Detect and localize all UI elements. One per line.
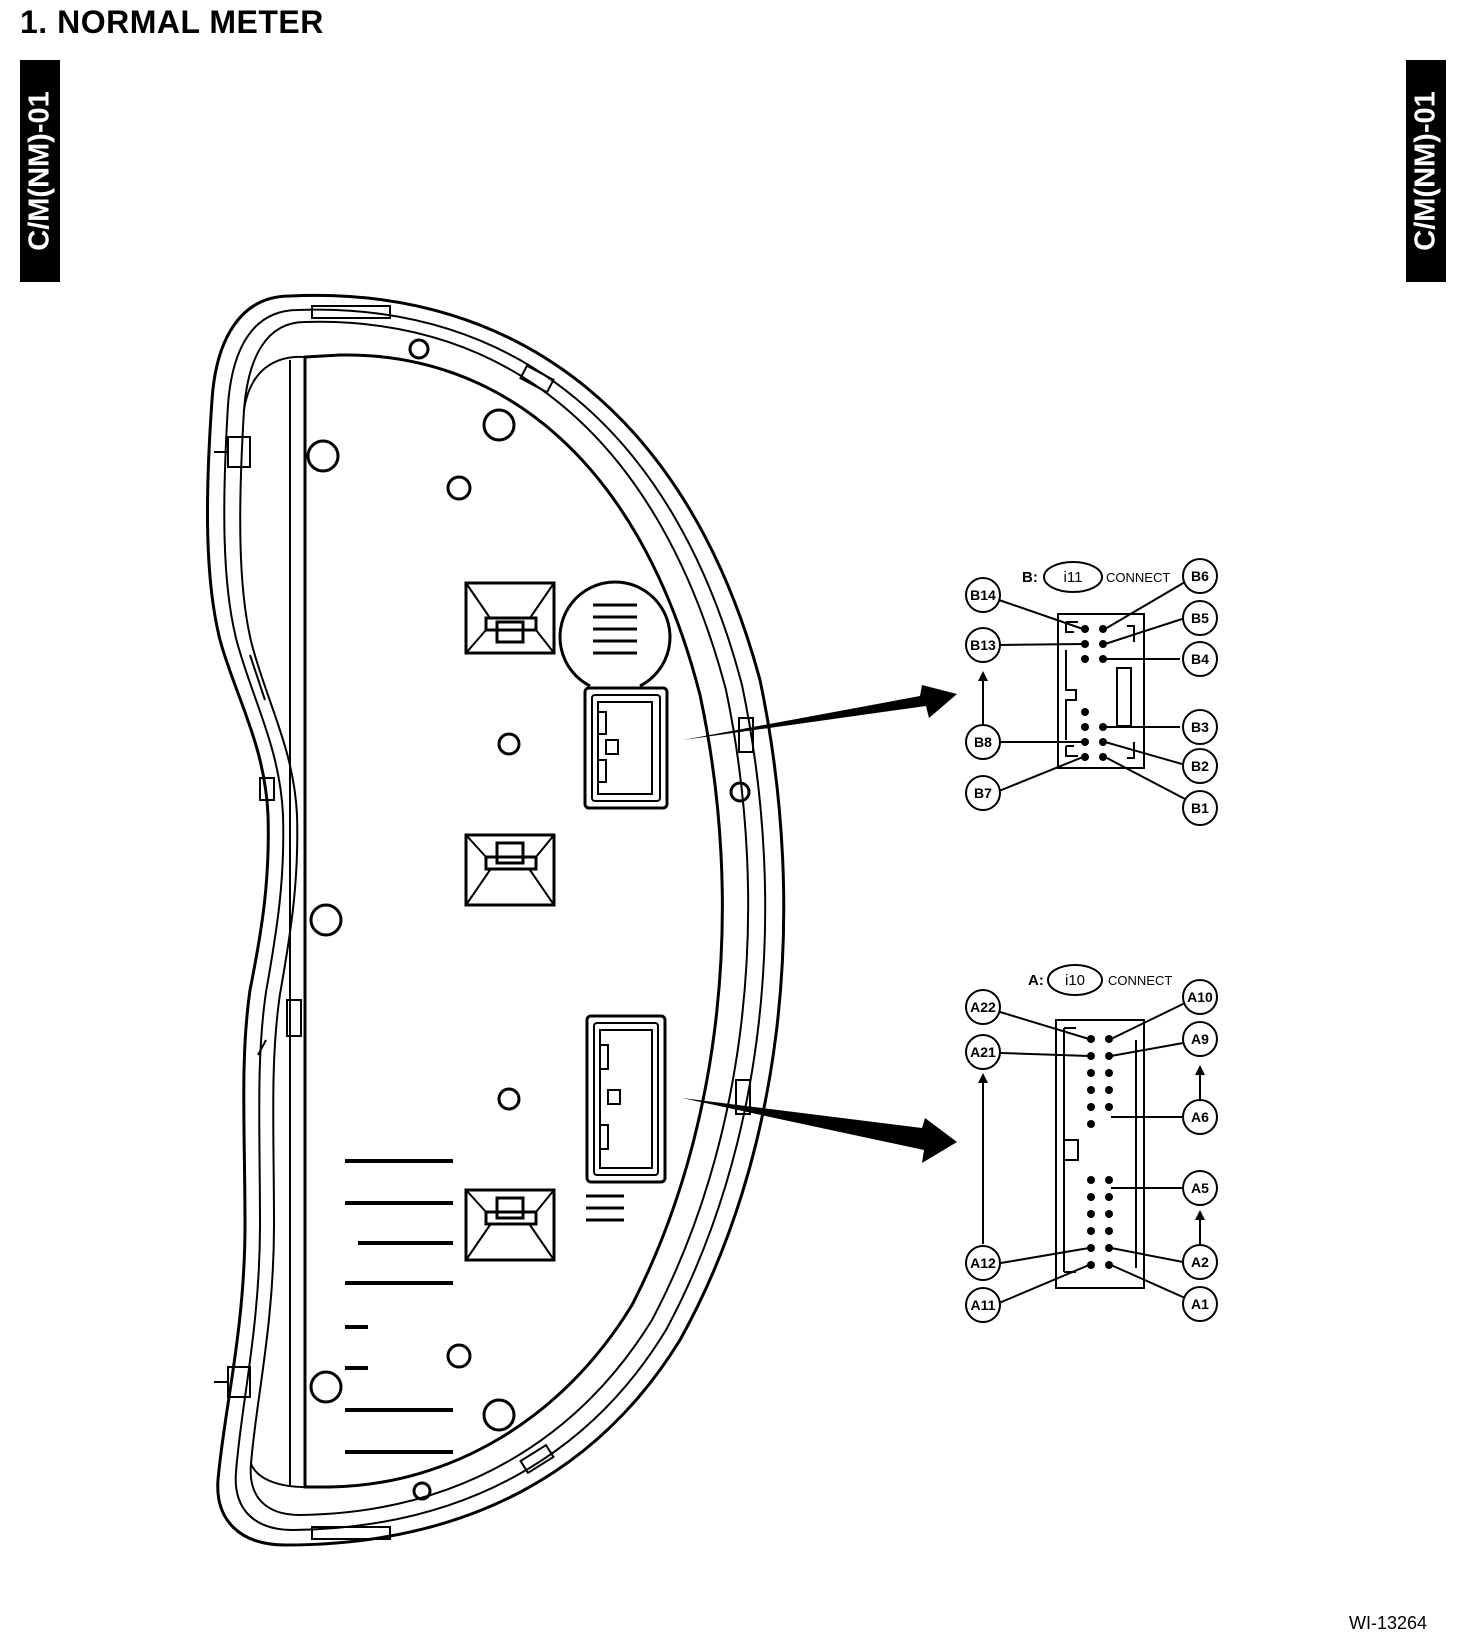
connector-b-connect-label: CONNECT bbox=[1106, 570, 1170, 585]
connector-a-pin-labels: A22 A21 A12 A11 A10 A9 A6 A5 A2 A1 bbox=[965, 979, 1218, 1323]
connector-a-pins bbox=[1087, 1035, 1113, 1269]
left-clip-top bbox=[227, 436, 251, 468]
connector-a-connect-label: CONNECT bbox=[1108, 973, 1172, 988]
hole bbox=[412, 1481, 432, 1501]
pin-label-b13: B13 bbox=[970, 637, 996, 653]
rim-tab-top bbox=[311, 305, 391, 319]
bulb-socket-bottom bbox=[464, 1188, 556, 1262]
rim-tab-top-right bbox=[519, 364, 555, 394]
rim-tab-bottom-right bbox=[519, 1443, 555, 1475]
section-tab-right: C/M(NM)-01 bbox=[1406, 60, 1446, 282]
panel-bottom-left-curve bbox=[250, 1463, 306, 1488]
pin-label-b3: B3 bbox=[1191, 719, 1209, 735]
bulb-socket-top bbox=[464, 581, 556, 655]
pin-label-a5: A5 bbox=[1191, 1180, 1209, 1196]
hole bbox=[408, 338, 430, 360]
pin-label-b8: B8 bbox=[974, 734, 992, 750]
connector-b-detail: B: i11 CONNECT bbox=[965, 558, 1218, 826]
connector-a-prefix: A: bbox=[1028, 972, 1044, 989]
left-clip-mid-lower bbox=[286, 999, 302, 1037]
section-tab-left: C/M(NM)-01 bbox=[20, 60, 60, 282]
rim-tab-right-upper bbox=[738, 717, 754, 753]
pin-label-a6: A6 bbox=[1191, 1109, 1209, 1125]
vent-slits-small bbox=[586, 1194, 624, 1222]
hole bbox=[309, 1370, 343, 1404]
meter-connector-a-socket bbox=[585, 1014, 667, 1184]
mounting-holes bbox=[306, 338, 751, 1501]
connector-a-detail: A: i10 CONNECT bbox=[965, 964, 1218, 1323]
pin-label-a1: A1 bbox=[1191, 1296, 1209, 1312]
pin-label-a22: A22 bbox=[970, 999, 996, 1015]
vent-circle bbox=[558, 580, 672, 688]
pin-label-b14: B14 bbox=[970, 587, 996, 603]
hole bbox=[309, 903, 343, 937]
connector-b-pins bbox=[1081, 625, 1107, 761]
hole bbox=[306, 439, 340, 473]
pin-label-b2: B2 bbox=[1191, 758, 1209, 774]
pin-label-a10: A10 bbox=[1187, 989, 1213, 1005]
connector-a-id: i10 bbox=[1065, 972, 1085, 989]
hole bbox=[497, 732, 521, 756]
pin-label-b7: B7 bbox=[974, 785, 992, 801]
pin-label-b5: B5 bbox=[1191, 610, 1209, 626]
pin-label-b1: B1 bbox=[1191, 800, 1209, 816]
pin-label-a11: A11 bbox=[971, 1297, 996, 1313]
hole bbox=[729, 781, 751, 803]
leader-arrow-a bbox=[682, 1098, 957, 1163]
connector-b-id: i11 bbox=[1064, 569, 1083, 586]
page-title: 1. NORMAL METER bbox=[20, 4, 324, 40]
meter-connector-b-socket bbox=[583, 686, 669, 810]
connector-b-body bbox=[1057, 613, 1145, 769]
pin-label-a2: A2 bbox=[1191, 1254, 1209, 1270]
hole bbox=[482, 1398, 516, 1432]
connector-a-leader-lines bbox=[978, 1002, 1205, 1304]
pin-label-b6: B6 bbox=[1191, 568, 1209, 584]
pin-label-b4: B4 bbox=[1191, 651, 1209, 667]
housing-mid-outline bbox=[239, 320, 750, 1517]
rim-tab-right-lower bbox=[735, 1079, 751, 1115]
connector-a-id-oval bbox=[1047, 964, 1103, 996]
hole bbox=[446, 475, 472, 501]
figure-id: WI-13264 bbox=[1349, 1613, 1428, 1633]
panel-slats bbox=[345, 1159, 453, 1454]
pin-label-a21: A21 bbox=[970, 1044, 996, 1060]
housing-outer-outline bbox=[206, 293, 786, 1547]
meter-housing bbox=[206, 293, 786, 1547]
pin-label-a9: A9 bbox=[1191, 1031, 1209, 1047]
hole bbox=[497, 1087, 521, 1111]
housing-inner-panel bbox=[303, 353, 724, 1489]
bulb-socket-middle bbox=[464, 833, 556, 907]
hole bbox=[482, 408, 516, 442]
connector-b-id-oval bbox=[1043, 561, 1103, 593]
connector-b-prefix: B: bbox=[1022, 569, 1038, 586]
pin-label-a12: A12 bbox=[970, 1255, 996, 1271]
connector-b-leader-lines bbox=[978, 581, 1186, 800]
connector-a-body bbox=[1055, 1019, 1145, 1289]
panel-top-left-curve bbox=[243, 355, 306, 411]
leader-arrow-b bbox=[683, 685, 957, 740]
left-clip-mid-upper bbox=[259, 777, 275, 801]
connector-b-pin-labels: B14 B13 B8 B7 B6 B5 B4 B3 B2 B1 bbox=[965, 558, 1218, 826]
rim-tab-bottom bbox=[311, 1526, 391, 1540]
hole bbox=[446, 1343, 472, 1369]
